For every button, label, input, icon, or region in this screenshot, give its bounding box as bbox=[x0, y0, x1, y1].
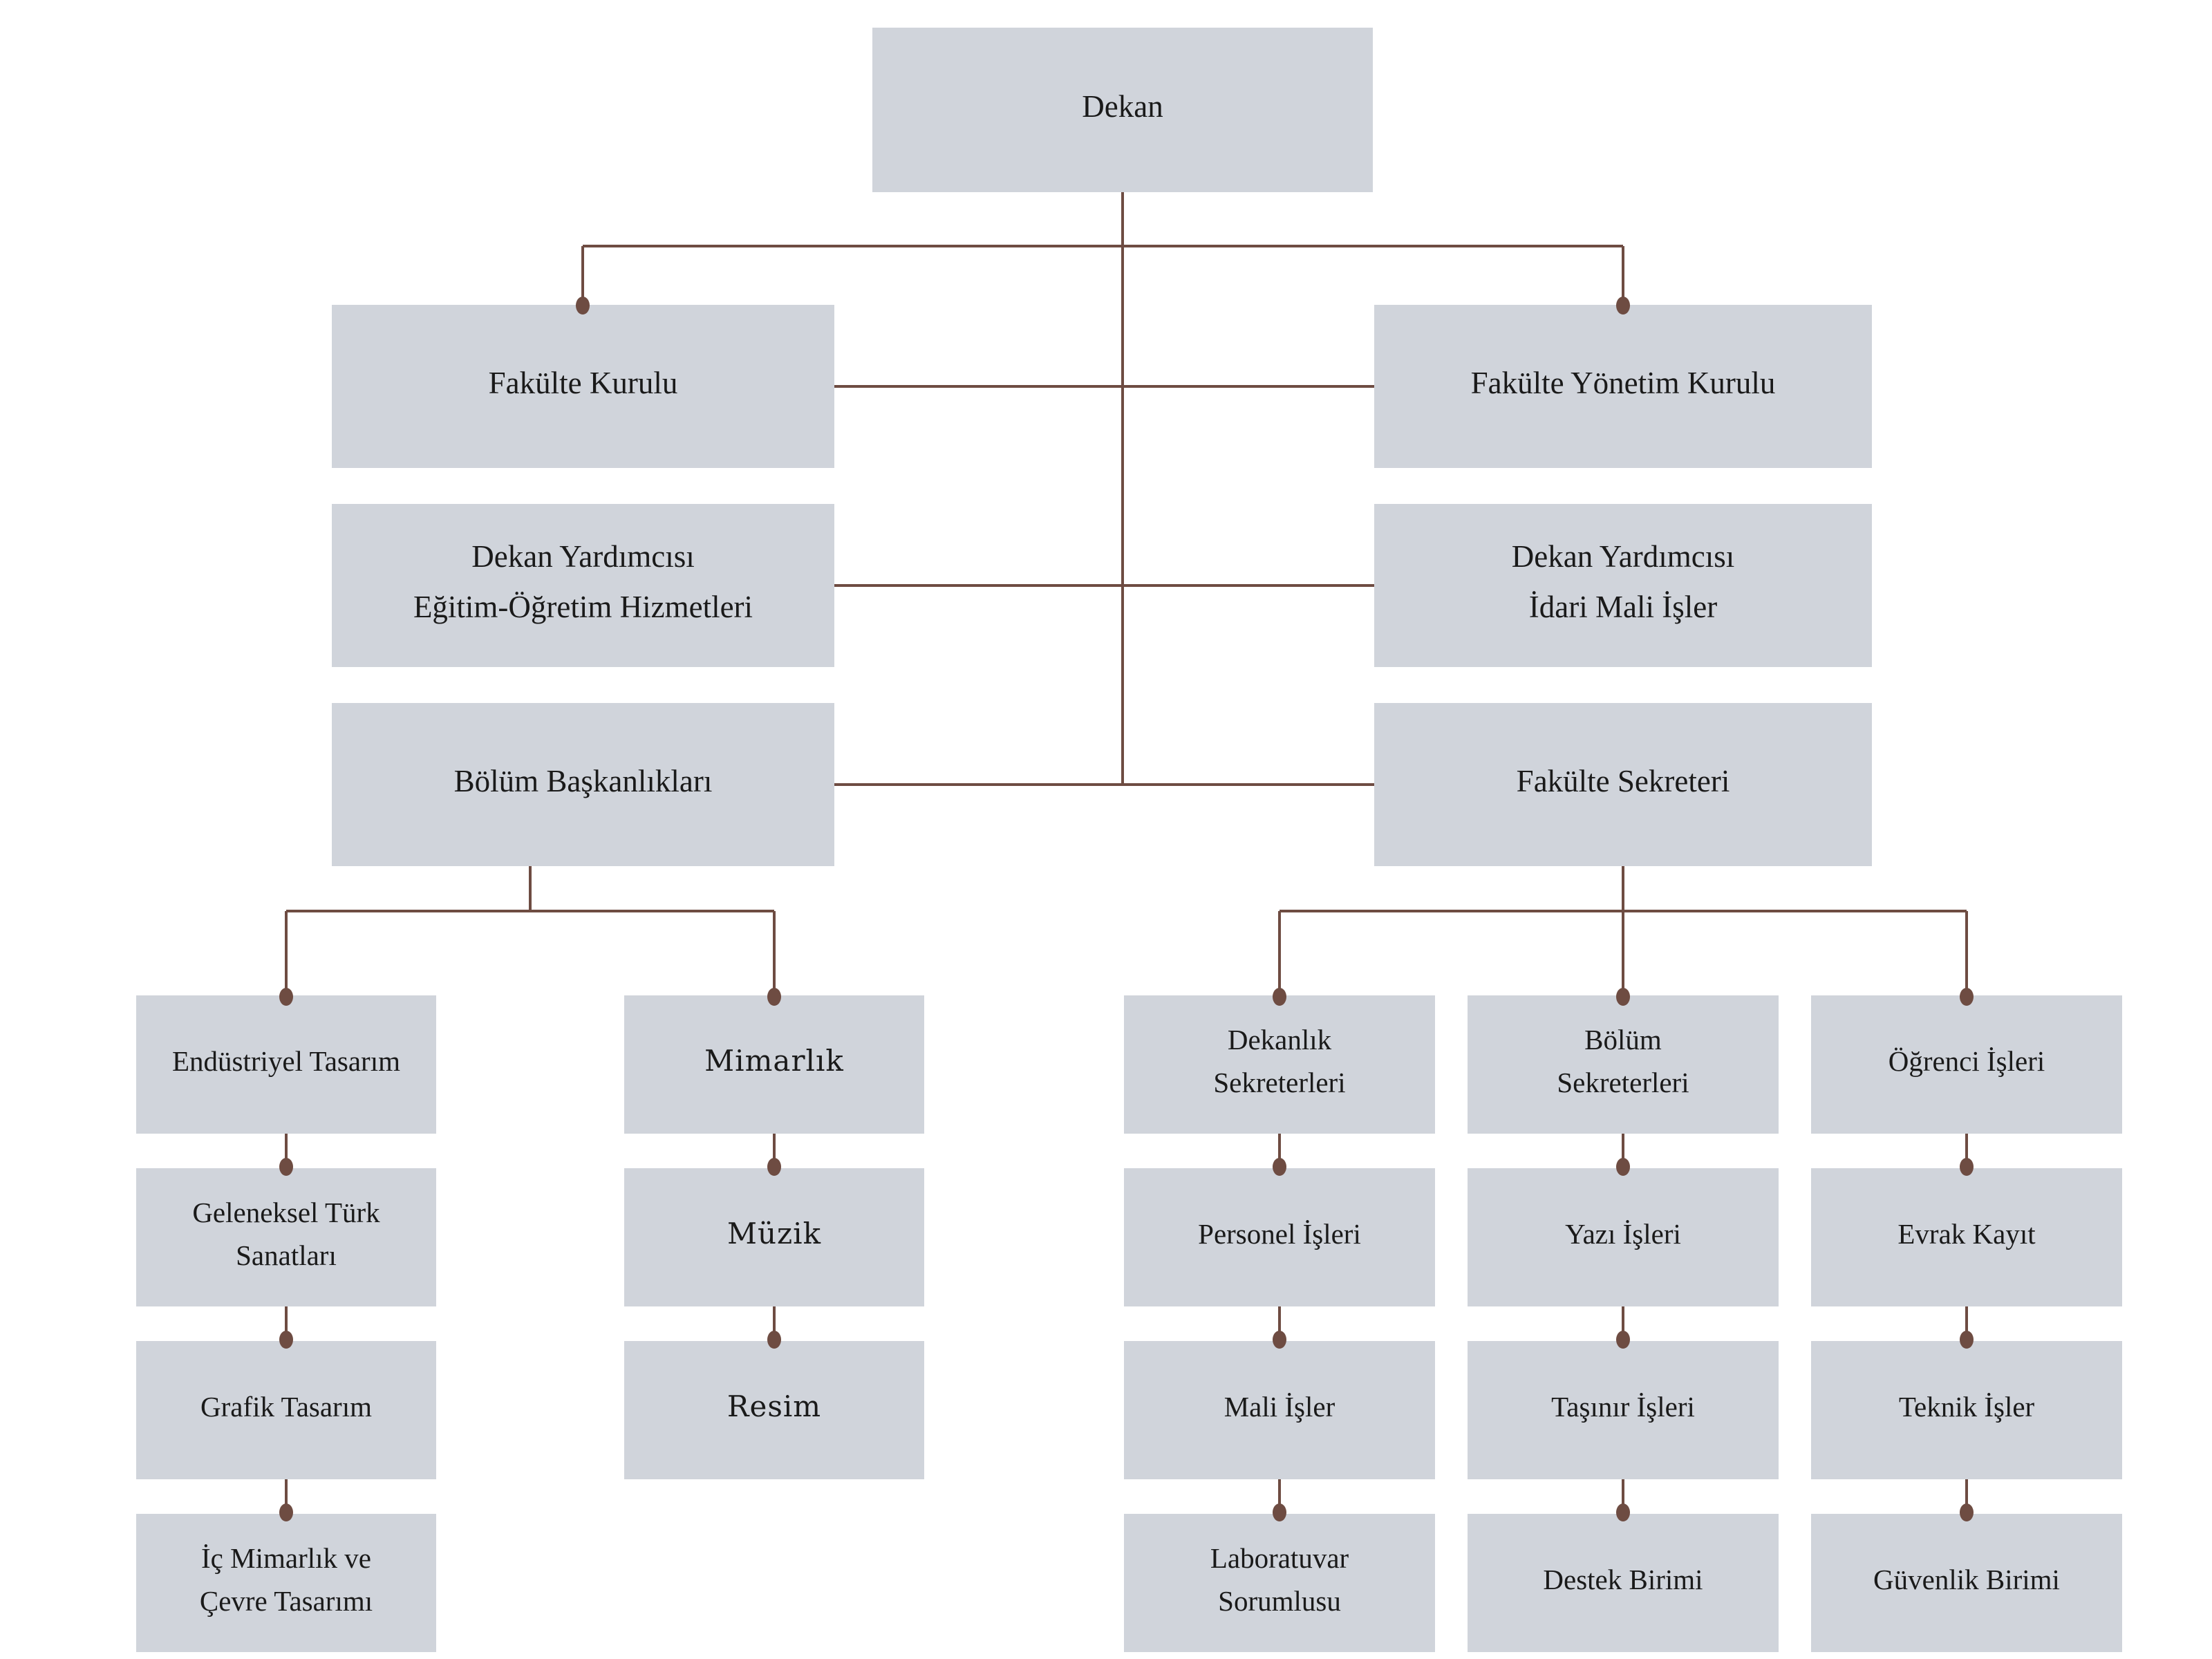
node-bolum-baskanliklari: Bölüm Başkanlıkları bbox=[332, 703, 834, 866]
node-teknik-isler: Teknik İşler bbox=[1811, 1341, 2122, 1479]
node-resim: Resim bbox=[624, 1341, 924, 1479]
node-endustriyel-tasarim: Endüstriyel Tasarım bbox=[136, 995, 436, 1134]
node-geleneksel-turk-sanatlari: Geleneksel Türk Sanatları bbox=[136, 1168, 436, 1306]
node-dekan-yardimcisi-egitim: Dekan Yardımcısı Eğitim-Öğretim Hizmetle… bbox=[332, 504, 834, 667]
node-fakulte-yonetim-kurulu: Fakülte Yönetim Kurulu bbox=[1374, 305, 1872, 468]
junction-dots bbox=[279, 297, 1974, 1521]
node-personel-isleri: Personel İşleri bbox=[1124, 1168, 1435, 1306]
node-tasinir-isleri: Taşınır İşleri bbox=[1468, 1341, 1779, 1479]
node-mali-isler: Mali İşler bbox=[1124, 1341, 1435, 1479]
node-dekanlik-sekreterleri: Dekanlık Sekreterleri bbox=[1124, 995, 1435, 1134]
node-bolum-sekreterleri: Bölüm Sekreterleri bbox=[1468, 995, 1779, 1134]
node-muzik: Müzik bbox=[624, 1168, 924, 1306]
node-guvenlik-birimi: Güvenlik Birimi bbox=[1811, 1514, 2122, 1652]
node-grafik-tasarim: Grafik Tasarım bbox=[136, 1341, 436, 1479]
node-yazi-isleri: Yazı İşleri bbox=[1468, 1168, 1779, 1306]
node-dekan-yardimcisi-idari: Dekan Yardımcısı İdari Mali İşler bbox=[1374, 504, 1872, 667]
node-fakulte-kurulu: Fakülte Kurulu bbox=[332, 305, 834, 468]
node-fakulte-sekreteri: Fakülte Sekreteri bbox=[1374, 703, 1872, 866]
node-evrak-kayit: Evrak Kayıt bbox=[1811, 1168, 2122, 1306]
node-mimarlik: Mimarlık bbox=[624, 995, 924, 1134]
node-ogrenci-isleri: Öğrenci İşleri bbox=[1811, 995, 2122, 1134]
node-ic-mimarlik-ve-cevre-tasarimi: İç Mimarlık ve Çevre Tasarımı bbox=[136, 1514, 436, 1652]
node-dekan: Dekan bbox=[872, 28, 1373, 192]
node-laboratuvar-sorumlusu: Laboratuvar Sorumlusu bbox=[1124, 1514, 1435, 1652]
node-destek-birimi: Destek Birimi bbox=[1468, 1514, 1779, 1652]
